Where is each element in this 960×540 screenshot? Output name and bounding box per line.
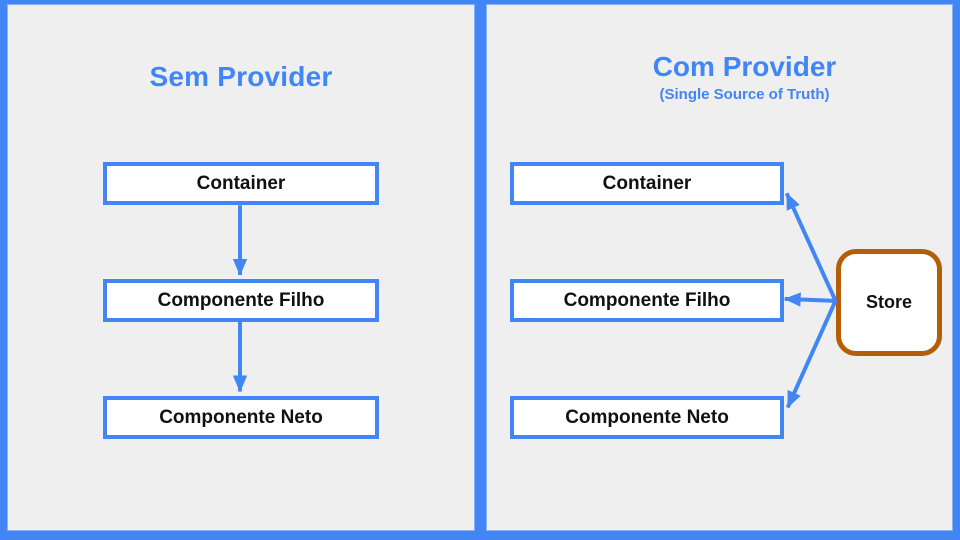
left-panel: Sem Provider Container Componente Filho … bbox=[7, 4, 475, 531]
arrow-store-to-neto bbox=[785, 300, 838, 409]
right-box-componente-neto-label: Componente Neto bbox=[565, 406, 729, 428]
left-box-componente-neto: Componente Neto bbox=[103, 396, 379, 439]
right-box-componente-filho-label: Componente Filho bbox=[563, 289, 731, 311]
right-panel-title-block: Com Provider (Single Source of Truth) bbox=[512, 51, 960, 104]
right-box-container-label: Container bbox=[602, 172, 692, 194]
right-panel-subtitle: (Single Source of Truth) bbox=[659, 85, 830, 103]
left-panel-title: Sem Provider bbox=[149, 61, 333, 92]
right-box-container: Container bbox=[510, 162, 784, 205]
right-box-componente-filho: Componente Filho bbox=[510, 279, 784, 322]
left-box-container-label: Container bbox=[196, 172, 286, 194]
right-panel-title: Com Provider bbox=[652, 51, 837, 82]
left-box-componente-filho: Componente Filho bbox=[103, 279, 379, 322]
arrow-store-to-filho bbox=[783, 292, 836, 307]
store-box-label: Store bbox=[865, 292, 912, 312]
left-box-container: Container bbox=[103, 162, 379, 205]
left-box-componente-neto-label: Componente Neto bbox=[159, 406, 323, 428]
store-box: Store bbox=[836, 249, 942, 356]
left-box-componente-filho-label: Componente Filho bbox=[157, 289, 325, 311]
arrow-store-to-container bbox=[784, 192, 838, 302]
right-panel: Com Provider (Single Source of Truth) Co… bbox=[486, 4, 953, 531]
right-box-componente-neto: Componente Neto bbox=[510, 396, 784, 439]
